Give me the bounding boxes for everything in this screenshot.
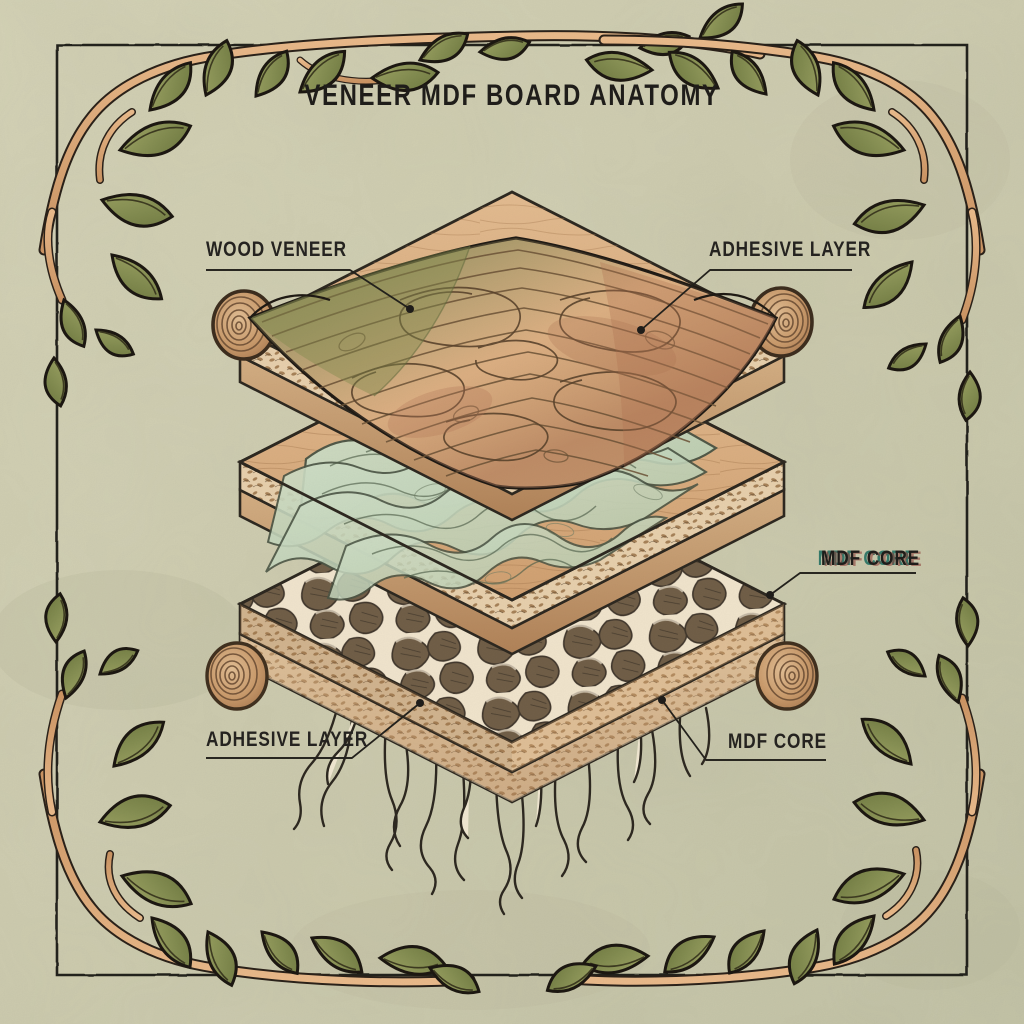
glitch-base-layer: MDF CORE — [821, 547, 921, 570]
label-mdf-core-bottom: MDF CORE — [728, 730, 828, 753]
label-mdf-core-right: MDF CORE MDF CORE MDF CORE — [818, 547, 922, 570]
log-cross-section-icon — [205, 641, 269, 711]
label-adhesive-bottom: ADHESIVE LAYER — [206, 728, 369, 751]
log-cross-section-icon — [755, 641, 819, 711]
page-title: VENEER MDF BOARD ANATOMY — [304, 79, 720, 112]
label-adhesive-top: ADHESIVE LAYER — [709, 238, 872, 261]
label-wood-veneer: WOOD VENEER — [206, 238, 348, 261]
